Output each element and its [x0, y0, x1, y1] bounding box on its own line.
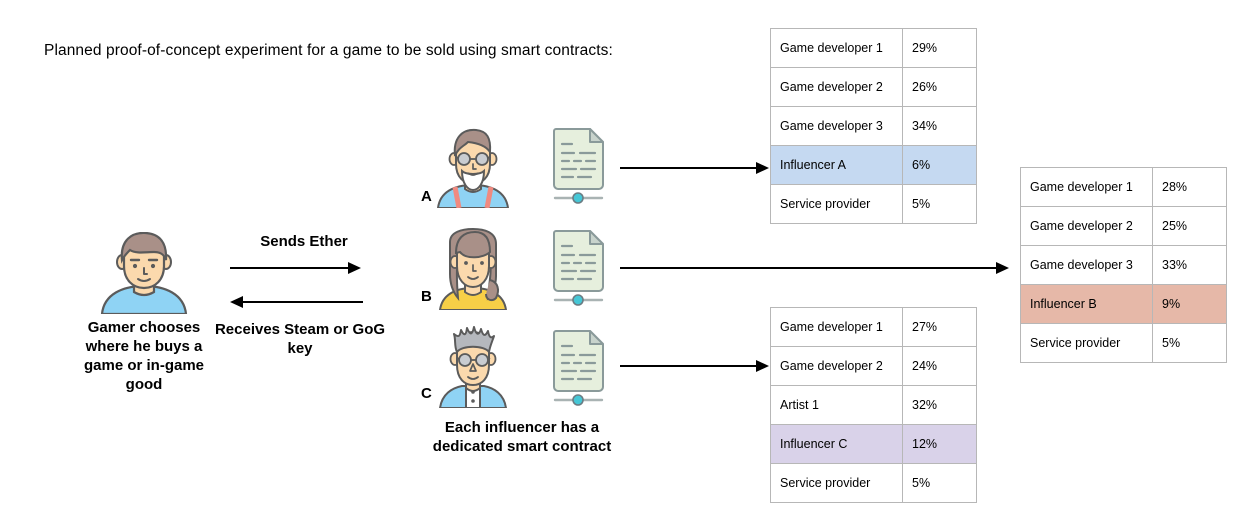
smart-contract-document-icon — [553, 128, 604, 204]
smart-contract-document-icon — [553, 330, 604, 406]
row-label: Game developer 1 — [1020, 167, 1153, 207]
arrow-c-to-table-c — [620, 360, 772, 372]
arrow-gamer-to-influencers — [230, 262, 363, 274]
row-label: Influencer B — [1020, 284, 1153, 324]
row-value: 9% — [1152, 284, 1227, 324]
arrow-b-to-table-b — [620, 262, 1012, 274]
row-label: Service provider — [770, 463, 903, 503]
row-value: 24% — [902, 346, 977, 386]
row-value: 27% — [902, 307, 977, 347]
row-label: Service provider — [770, 184, 903, 224]
arrow-a-to-table-a — [620, 162, 772, 174]
influencer-c-avatar — [432, 326, 514, 408]
row-value: 5% — [1152, 323, 1227, 363]
row-value: 33% — [1152, 245, 1227, 285]
row-value: 5% — [902, 184, 977, 224]
page-title: Planned proof-of-concept experiment for … — [44, 42, 613, 59]
influencer-b-avatar — [432, 228, 514, 310]
row-value: 5% — [902, 463, 977, 503]
smart-contract-document-icon — [553, 230, 604, 306]
contract-caption: Each influencer has a dedicated smart co… — [432, 419, 612, 455]
row-label: Service provider — [1020, 323, 1153, 363]
influencer-c-letter: C — [421, 385, 432, 402]
row-value: 6% — [902, 145, 977, 185]
gamer-avatar — [90, 232, 198, 314]
row-label: Game developer 3 — [1020, 245, 1153, 285]
row-value: 28% — [1152, 167, 1227, 207]
gamer-caption: Gamer chooses where he buys a game or in… — [83, 319, 205, 393]
row-label: Game developer 2 — [770, 67, 903, 107]
influencer-b-letter: B — [421, 288, 432, 305]
row-label: Game developer 1 — [770, 307, 903, 347]
influencer-c-contract — [548, 330, 610, 408]
gamer-avatar-icon — [100, 232, 188, 314]
receives-key-label: Receives Steam or GoG key — [214, 321, 386, 357]
influencer-a-avatar — [432, 126, 514, 208]
influencer-a-avatar-icon — [436, 128, 510, 208]
row-label: Game developer 1 — [770, 28, 903, 68]
influencer-c-avatar-icon — [438, 326, 508, 408]
row-value: 26% — [902, 67, 977, 107]
influencer-a-contract — [548, 128, 610, 206]
influencer-a-letter: A — [421, 188, 432, 205]
row-label: Game developer 3 — [770, 106, 903, 146]
row-value: 29% — [902, 28, 977, 68]
arrow-influencers-to-gamer — [230, 296, 363, 308]
row-label: Game developer 2 — [1020, 206, 1153, 246]
row-label: Influencer C — [770, 424, 903, 464]
sends-ether-label: Sends Ether — [260, 233, 348, 250]
row-label: Game developer 2 — [770, 346, 903, 386]
row-value: 12% — [902, 424, 977, 464]
row-value: 32% — [902, 385, 977, 425]
row-value: 34% — [902, 106, 977, 146]
influencer-b-contract — [548, 230, 610, 308]
row-label: Artist 1 — [770, 385, 903, 425]
row-label: Influencer A — [770, 145, 903, 185]
influencer-b-avatar-icon — [438, 228, 508, 310]
row-value: 25% — [1152, 206, 1227, 246]
